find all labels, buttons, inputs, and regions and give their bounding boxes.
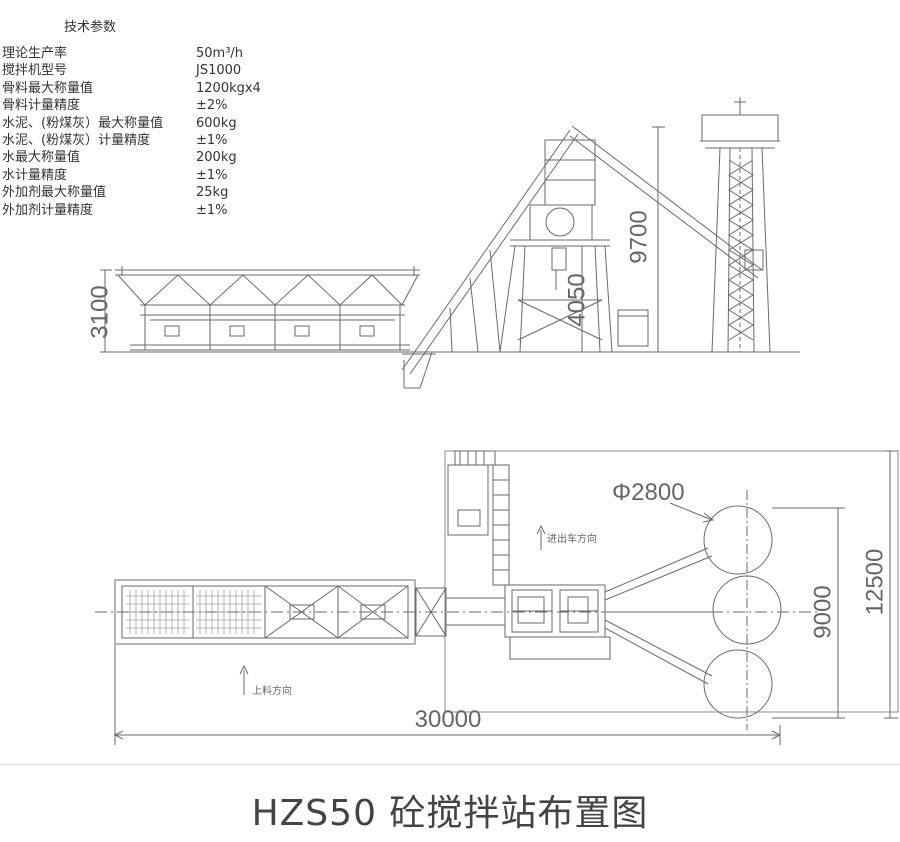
param-label: 骨料计量精度 [2, 98, 81, 114]
param-value: 200kg [196, 150, 237, 166]
dim-width-inner: 9000 [809, 585, 836, 638]
param-row: 水泥、(粉煤灰）计量精度 ±1% [2, 132, 261, 149]
elevation-batcher [115, 266, 420, 351]
dim-plant-length: 30000 [415, 706, 482, 733]
param-label: 水泥、(粉煤灰）计量精度 [2, 133, 151, 149]
param-row: 外加剂计量精度 ±1% [2, 202, 261, 219]
plan-hopper [415, 587, 447, 637]
label-truck-direction: 进出车方向 [547, 532, 597, 545]
plan-control-room [447, 450, 510, 586]
param-row: 水最大称量值 200kg [2, 149, 261, 166]
elevation-mixer-tower [499, 139, 613, 353]
param-value: 600kg [196, 115, 237, 131]
param-row: 理论生产率 50m³/h [2, 45, 261, 62]
param-value: ±1% [196, 133, 228, 149]
param-label: 水最大称量值 [2, 150, 81, 166]
dim-total-height: 9700 [625, 210, 652, 263]
separator-line [0, 764, 900, 765]
dim-silo-diameter: Φ2800 [612, 479, 685, 506]
figure-caption: HZS50 砼搅拌站布置图 [251, 793, 649, 834]
param-label: 骨料最大称量值 [2, 80, 94, 96]
param-row: 外加剂最大称量值 25kg [2, 184, 261, 201]
param-row: 水泥、(粉煤灰）最大称量值 600kg [2, 115, 261, 132]
elevation-water-tank [617, 309, 649, 347]
param-value: ±1% [196, 167, 228, 183]
elevation-silo-tower [700, 97, 780, 353]
param-value: 25kg [196, 185, 229, 201]
param-label: 水泥、(粉煤灰）最大称量值 [2, 115, 164, 131]
param-value: 1200kgx4 [196, 80, 261, 96]
param-value: JS1000 [196, 63, 242, 79]
plan-mixer [504, 584, 611, 660]
param-row: 搅拌机型号 JS1000 [2, 62, 261, 79]
params-title: 技术参数 [64, 20, 117, 35]
param-value: ±2% [196, 98, 228, 114]
param-row: 水计量精度 ±1% [2, 167, 261, 184]
param-row: 骨料计量精度 ±2% [2, 97, 261, 114]
label-loading-direction: 上料方向 [252, 684, 292, 697]
dim-batcher-height: 3100 [86, 285, 113, 338]
dim-mixer-height: 4050 [563, 273, 590, 326]
elevation-screw-conveyor [571, 125, 763, 271]
param-value: ±1% [196, 202, 228, 218]
dim-width-outer: 12500 [861, 549, 888, 616]
param-label: 理论生产率 [2, 46, 68, 61]
elevation-conveyor [401, 129, 579, 389]
param-label: 外加剂计量精度 [2, 202, 94, 218]
param-value: 50m³/h [196, 46, 244, 61]
param-label: 搅拌机型号 [2, 63, 68, 79]
param-label: 外加剂最大称量值 [2, 185, 107, 201]
param-row: 骨料最大称量值 1200kgx4 [2, 80, 261, 97]
param-label: 水计量精度 [2, 167, 68, 183]
